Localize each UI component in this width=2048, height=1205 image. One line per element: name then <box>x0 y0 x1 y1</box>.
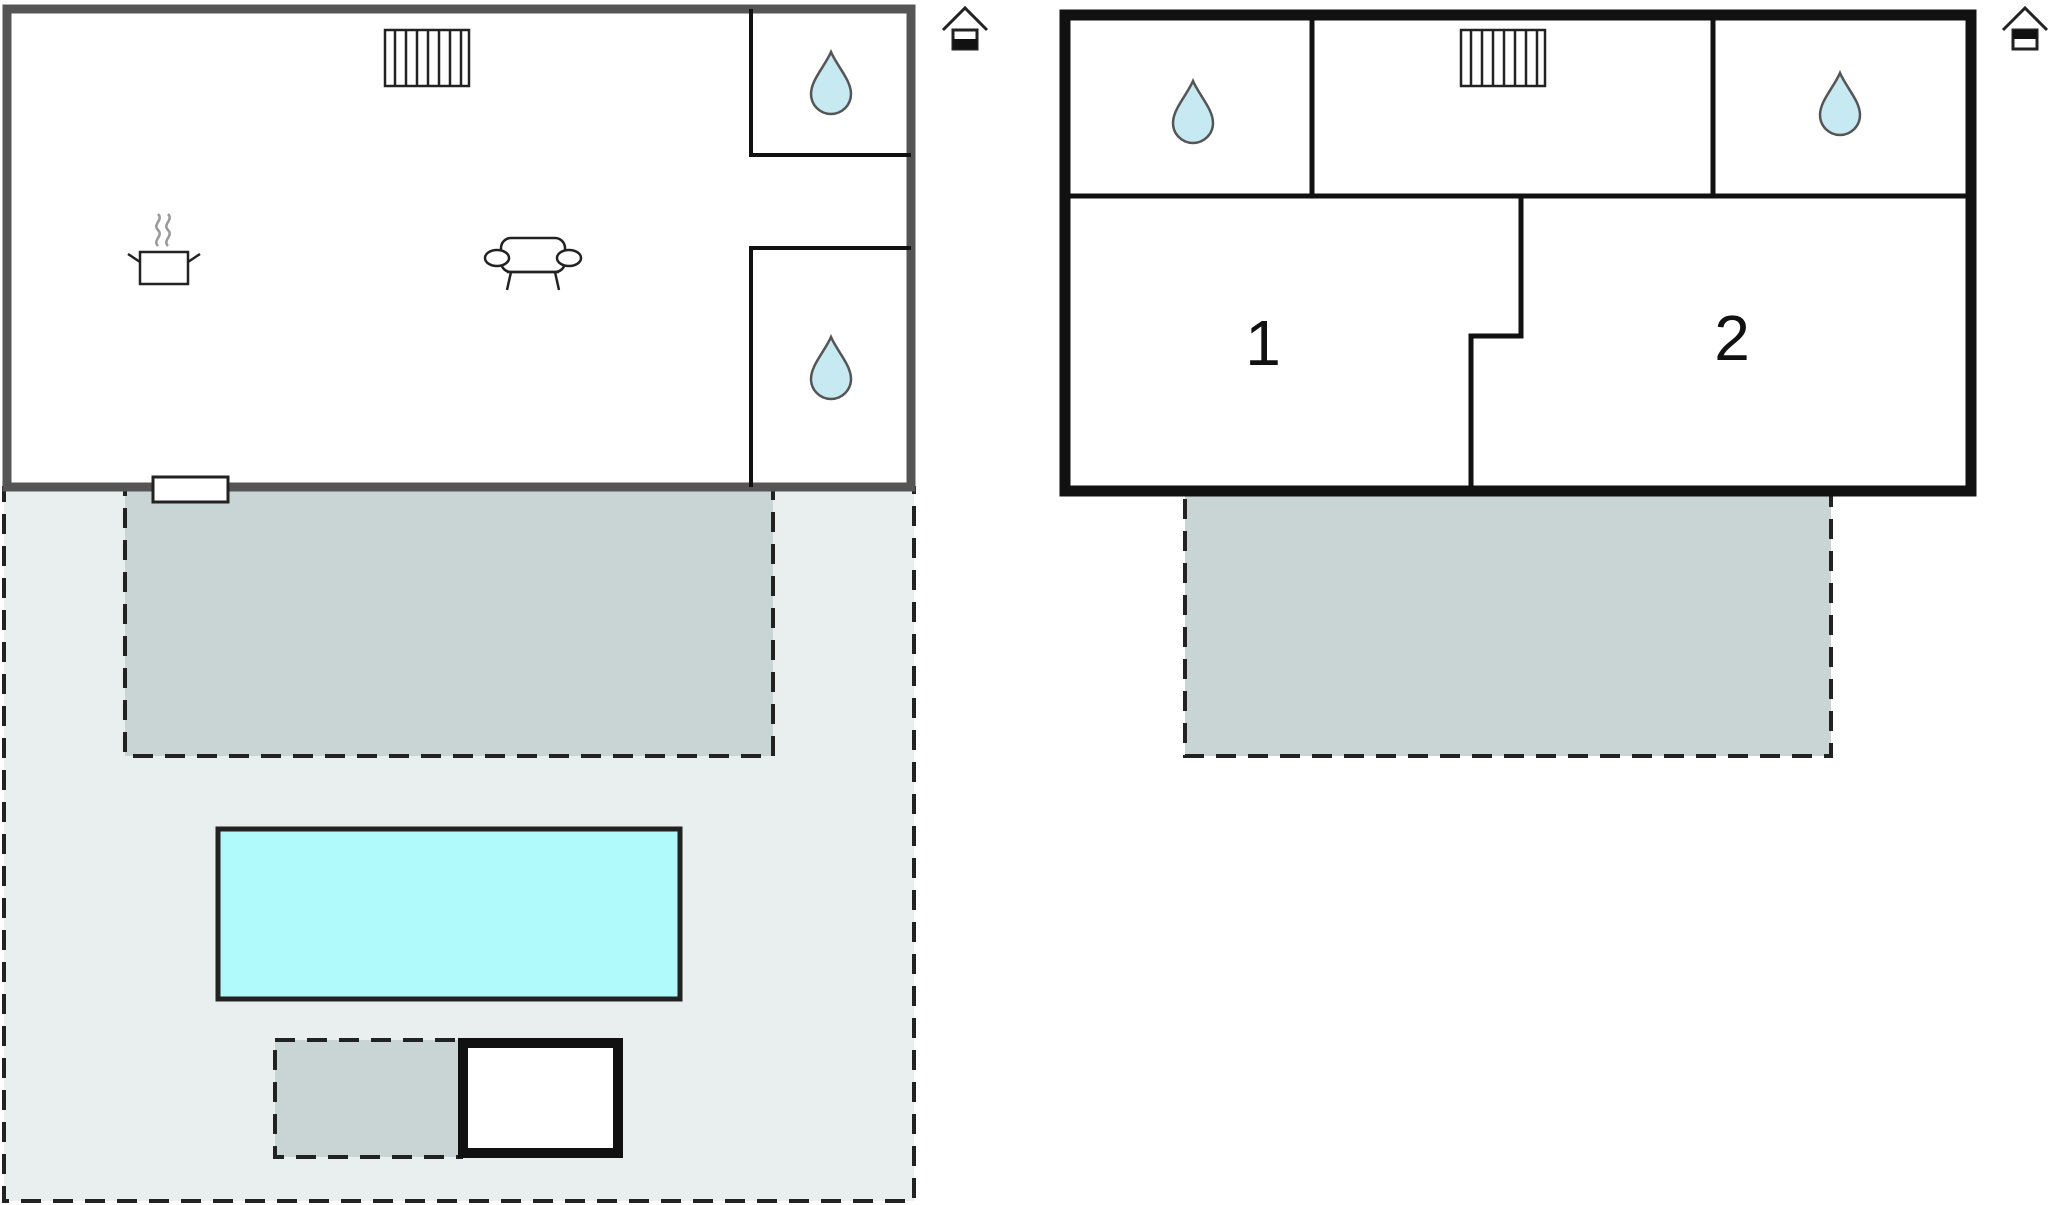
upper-floor-walls <box>1059 9 1977 497</box>
upper-floor: 1 2 <box>1059 5 2048 758</box>
room-label-2: 2 <box>1714 302 1750 374</box>
balcony <box>1183 491 1833 758</box>
swimming-pool <box>215 826 683 1002</box>
sofa-icon <box>483 236 583 291</box>
roofed-terrace <box>123 486 775 758</box>
ground-floor <box>2 4 989 1203</box>
outdoor-paved-area <box>273 1038 463 1159</box>
house-ground-floor-icon <box>941 5 989 51</box>
cooking-pot-icon <box>127 213 201 286</box>
room-label-1: 1 <box>1245 307 1281 379</box>
bathroom-2-wall <box>749 246 911 487</box>
entrance-door <box>151 475 230 504</box>
outdoor-structure <box>458 1038 623 1158</box>
radiator-icon <box>383 28 471 88</box>
radiator-icon <box>1459 28 1547 88</box>
house-upper-floor-icon <box>2001 5 2048 51</box>
bathroom-1-wall <box>749 9 911 157</box>
bedroom-divider-wall <box>1468 196 1524 491</box>
